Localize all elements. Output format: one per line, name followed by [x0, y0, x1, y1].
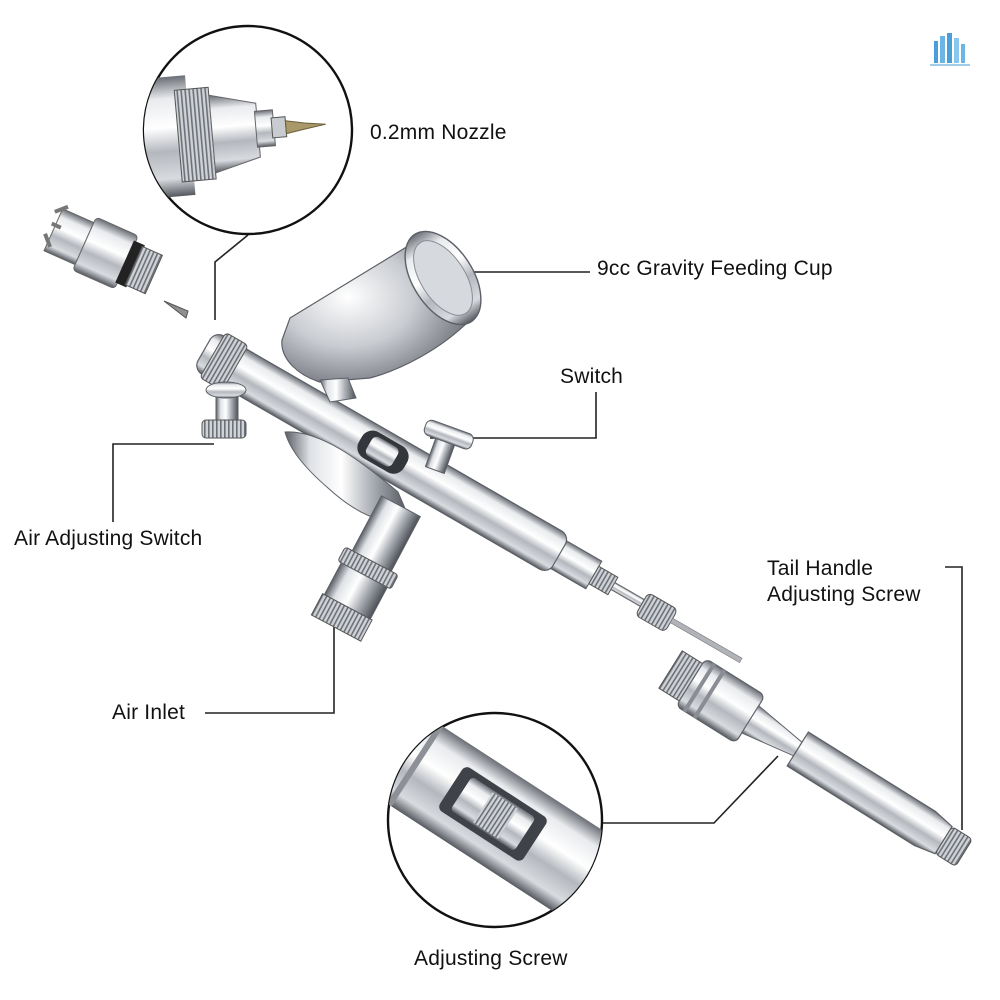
adjusting-screw-detail-circle — [386, 711, 604, 929]
trigger-switch — [423, 419, 474, 475]
leader-nozzle — [214, 234, 249, 320]
nozzle-cap — [43, 204, 164, 295]
leader-switch — [430, 392, 597, 439]
label-switch: Switch — [560, 365, 624, 388]
airbrush-body — [163, 230, 743, 664]
building-logo-icon — [930, 33, 970, 66]
label-tail-handle-line2: Adjusting Screw — [767, 583, 921, 606]
gravity-feeding-cup — [281, 230, 482, 403]
leader-air-adjusting-switch — [112, 443, 214, 522]
label-air-adjusting-switch: Air Adjusting Switch — [14, 527, 203, 550]
leader-adjusting-screw — [601, 755, 779, 824]
label-nozzle: 0.2mm Nozzle — [370, 121, 507, 144]
label-adjusting-screw: Adjusting Screw — [414, 947, 568, 970]
label-gravity-feeding-cup: 9cc Gravity Feeding Cup — [597, 257, 833, 280]
tail-handle — [658, 650, 972, 866]
leader-lines — [112, 234, 963, 830]
air-adjusting-knob — [201, 381, 247, 439]
nozzle-detail-circle — [142, 24, 354, 236]
label-air-inlet: Air Inlet — [112, 701, 185, 724]
label-tail-handle-line1: Tail Handle — [767, 557, 874, 580]
label-tail-handle: Tail Handle Adjusting Screw — [767, 556, 921, 608]
leader-air-inlet — [205, 614, 335, 714]
leader-tail-handle — [945, 566, 963, 830]
